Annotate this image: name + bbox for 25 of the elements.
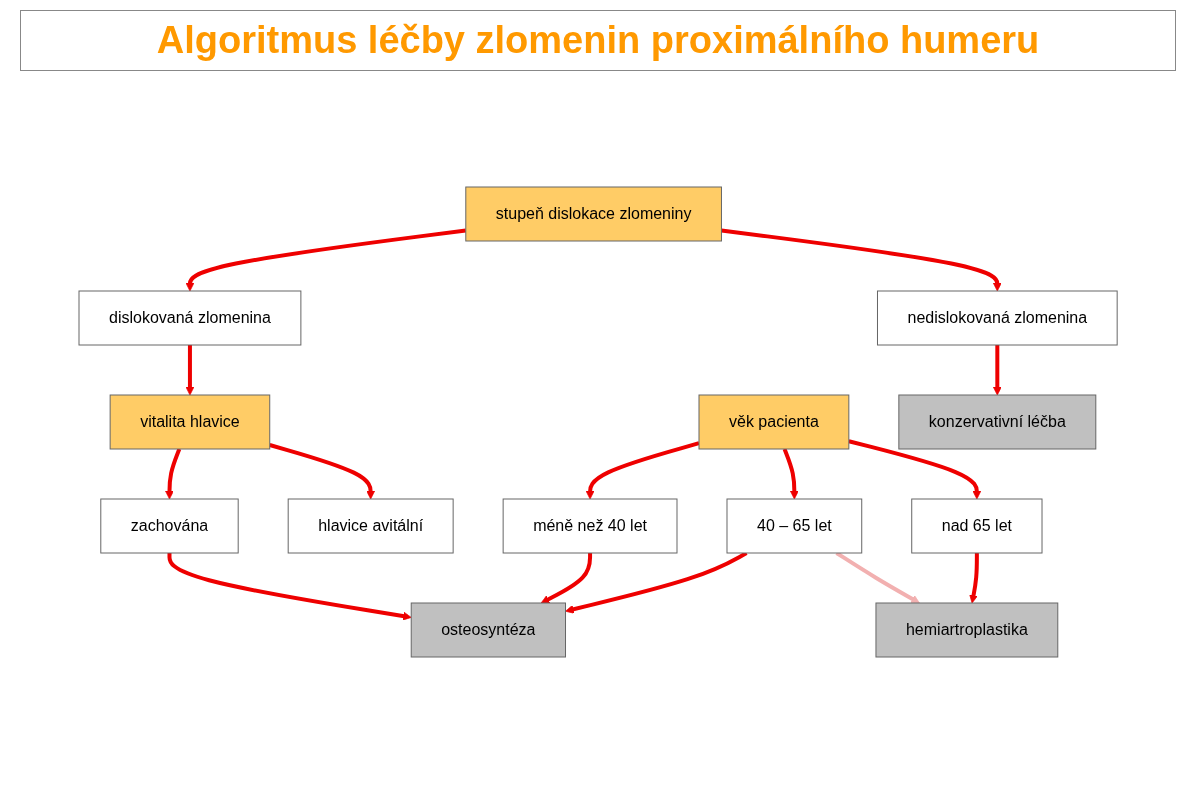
node-box: nedislokovaná zlomenina	[876, 290, 1118, 346]
node-box: dislokovaná zlomenina	[78, 290, 302, 346]
arrow	[540, 553, 592, 604]
node-box: 40 – 65 let	[726, 498, 863, 554]
arrow	[848, 439, 982, 500]
arrow	[969, 553, 979, 604]
arrow	[782, 448, 799, 500]
node-box: hlavice avitální	[287, 498, 454, 554]
node-box: věk pacienta	[698, 394, 850, 450]
arrow	[992, 345, 1002, 396]
arrow	[185, 345, 195, 396]
node-box: stupeň dislokace zlomeniny	[465, 186, 722, 242]
node-box: méně než 40 let	[502, 498, 678, 554]
diagram-title: Algoritmus léčby zlomenin proximálního humeru	[20, 10, 1176, 71]
node-box: hemiartroplastika	[875, 602, 1059, 658]
node-box: zachována	[100, 498, 239, 554]
node-box: osteosyntéza	[410, 602, 566, 658]
arrow	[269, 443, 375, 500]
arrow	[585, 441, 700, 500]
arrow	[185, 228, 466, 292]
node-box: nad 65 let	[911, 498, 1043, 554]
arrow	[165, 448, 182, 500]
arrow	[721, 228, 1002, 292]
node-box: vitalita hlavice	[109, 394, 271, 450]
node-box: konzervativní léčba	[898, 394, 1097, 450]
